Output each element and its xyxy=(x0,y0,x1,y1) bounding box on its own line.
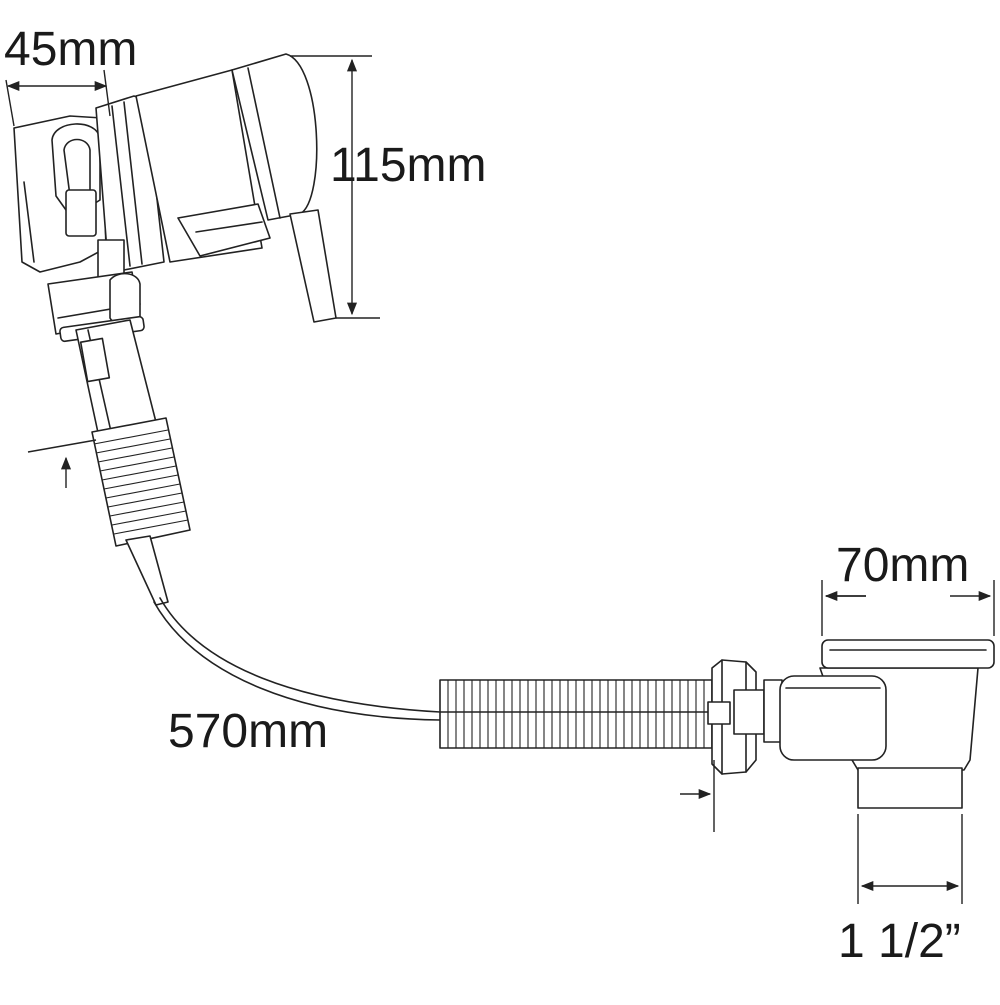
corrugated-sleeve-top xyxy=(91,417,191,547)
outlet-size-label: 1 1/2” xyxy=(838,915,961,968)
overflow-height-label: 115mm xyxy=(330,139,487,192)
waste-width-label: 70mm xyxy=(836,539,970,592)
dimension-lines xyxy=(5,55,995,904)
corrugated-sleeve-bottom xyxy=(439,679,713,749)
cable-length-label: 570mm xyxy=(168,705,329,758)
overflow-assembly xyxy=(13,53,337,606)
overflow-width-label: 45mm xyxy=(4,23,138,76)
waste-assembly xyxy=(439,639,995,809)
control-cable xyxy=(153,597,441,721)
